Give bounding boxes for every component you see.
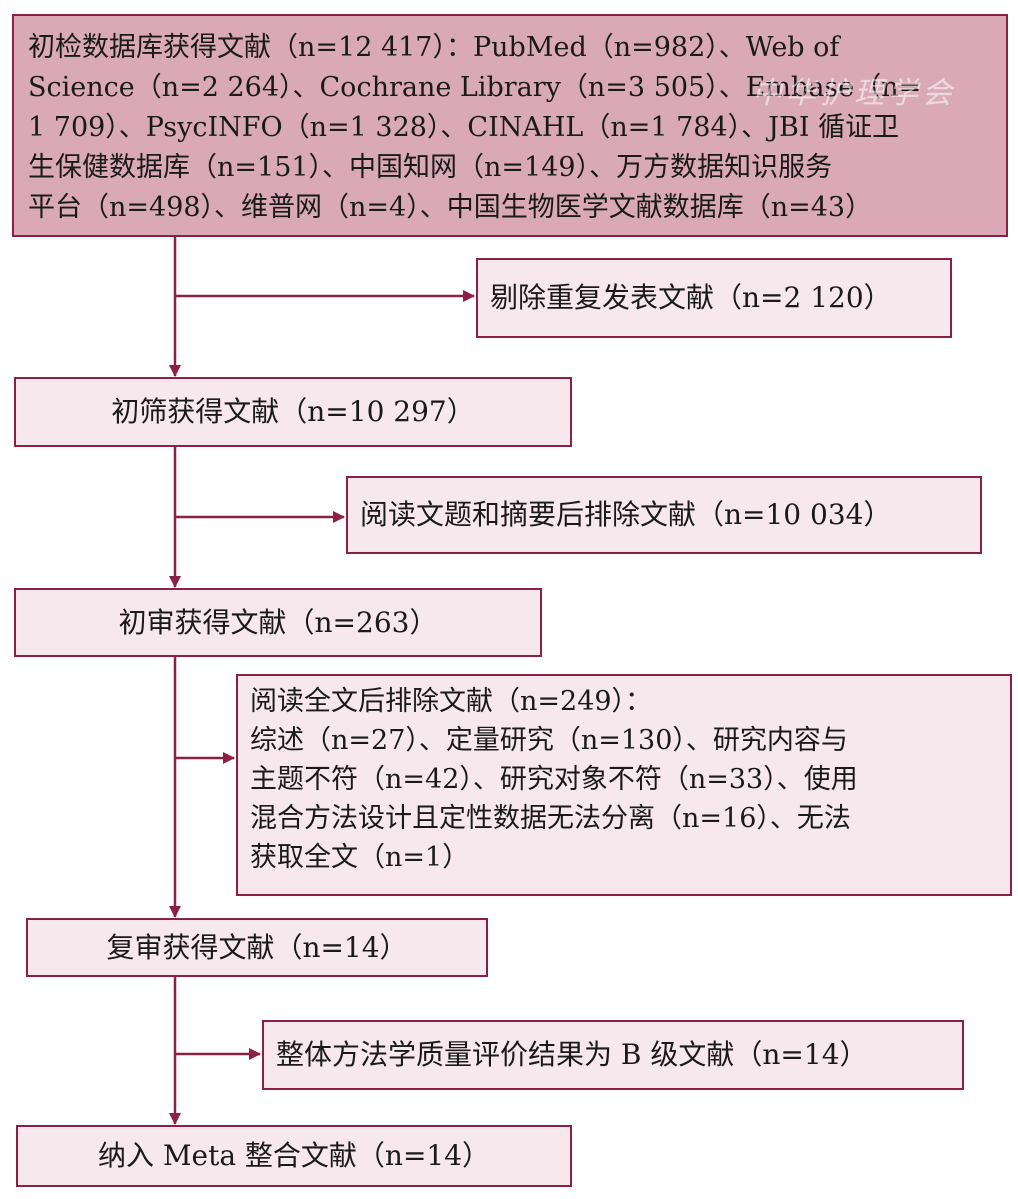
initial-review-text: 初审获得文献（n=263）	[118, 605, 438, 639]
excluded-duplicates-box: 剔除重复发表文献（n=2 120）	[476, 258, 952, 338]
screened-box: 初筛获得文献（n=10 297）	[14, 377, 572, 447]
watermark: 中华护理学会	[752, 76, 956, 111]
excluded-title-abstract-text: 阅读文题和摘要后排除文献（n=10 034）	[360, 498, 892, 531]
initial-search-line: 1 709）、PsycINFO（n=1 328）、CINAHL（n=1 784）…	[28, 112, 900, 143]
excluded-fulltext-box: 阅读全文后排除文献（n=249）： 综述（n=27）、定量研究（n=130）、研…	[236, 674, 1012, 896]
quality-assessment-box: 整体方法学质量评价结果为 B 级文献（n=14）	[262, 1020, 964, 1090]
initial-review-box: 初审获得文献（n=263）	[14, 588, 542, 657]
initial-search-line: 平台（n=498）、维普网（n=4）、中国生物医学文献数据库（n=43）	[28, 192, 873, 223]
excluded-fulltext-line: 获取全文（n=1）	[250, 842, 470, 873]
second-review-box: 复审获得文献（n=14）	[26, 918, 488, 977]
excluded-fulltext-line: 阅读全文后排除文献（n=249）：	[250, 686, 653, 717]
excluded-fulltext-line: 综述（n=27）、定量研究（n=130）、研究内容与	[250, 725, 848, 756]
included-box: 纳入 Meta 整合文献（n=14）	[16, 1125, 572, 1187]
excluded-duplicates-text: 剔除重复发表文献（n=2 120）	[490, 281, 892, 314]
initial-search-line: Science（n=2 264）、Cochrane Library（n=3 50…	[28, 72, 922, 103]
initial-search-box: 初检数据库获得文献（n=12 417）：PubMed（n=982）、Web of…	[12, 14, 1008, 237]
excluded-title-abstract-box: 阅读文题和摘要后排除文献（n=10 034）	[346, 476, 982, 554]
second-review-text: 复审获得文献（n=14）	[106, 930, 408, 964]
initial-search-line: 初检数据库获得文献（n=12 417）：PubMed（n=982）、Web of	[28, 32, 840, 63]
excluded-fulltext-line: 混合方法设计且定性数据无法分离（n=16）、无法	[250, 803, 851, 834]
screened-text: 初筛获得文献（n=10 297）	[111, 395, 475, 428]
quality-assessment-text: 整体方法学质量评价结果为 B 级文献（n=14）	[276, 1038, 868, 1071]
initial-search-line: 生保健数据库（n=151）、中国知网（n=149）、万方数据知识服务	[28, 152, 833, 183]
excluded-fulltext-line: 主题不符（n=42）、研究对象不符（n=33）、使用	[250, 764, 858, 795]
included-text: 纳入 Meta 整合文献（n=14）	[97, 1139, 491, 1172]
